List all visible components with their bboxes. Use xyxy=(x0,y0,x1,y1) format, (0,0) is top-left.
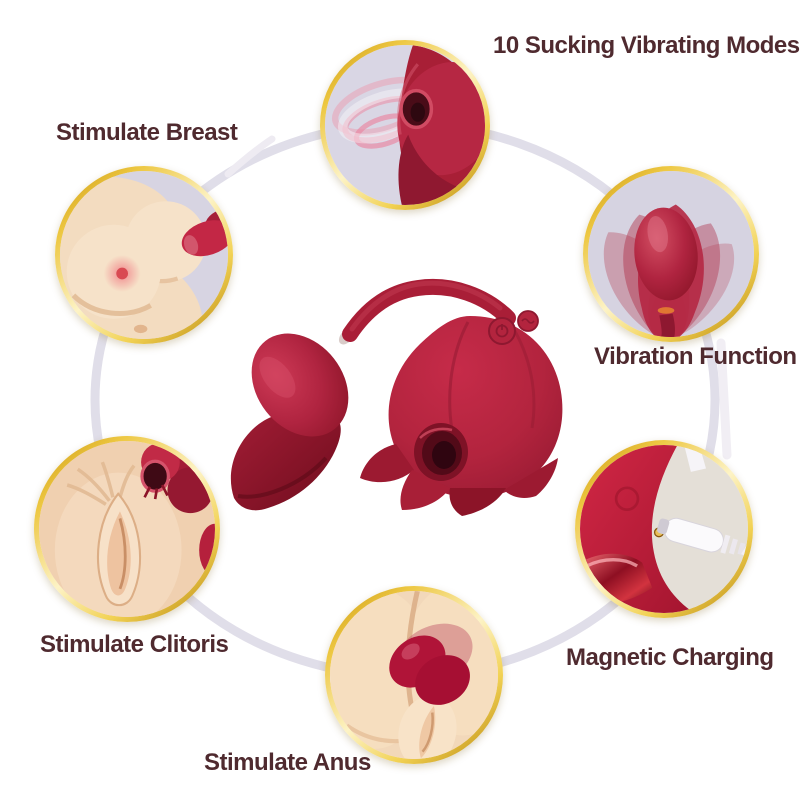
control-buttons xyxy=(488,310,539,345)
feature-label-magnetic-charging: Magnetic Charging xyxy=(566,644,774,671)
rose-suction-illustration xyxy=(325,45,485,205)
feature-circle-magnetic-charging xyxy=(575,440,753,618)
feature-label-stimulate-anus: Stimulate Anus xyxy=(204,749,371,776)
feature-label-vibration-function: Vibration Function xyxy=(594,343,797,370)
cable-strap-right xyxy=(716,338,732,460)
feature-circle-vibration-function xyxy=(583,166,759,342)
charging-cable-illustration xyxy=(580,445,748,613)
feature-label-stimulate-clitoris: Stimulate Clitoris xyxy=(40,631,229,658)
vibrating-egg-illustration xyxy=(588,171,754,337)
anus-illustration xyxy=(330,591,498,759)
feature-circle-sucking-modes xyxy=(320,40,490,210)
egg-vibrator xyxy=(251,333,349,437)
feature-label-stimulate-breast: Stimulate Breast xyxy=(56,119,238,146)
rose-device xyxy=(360,310,563,516)
breast-illustration xyxy=(60,171,228,339)
cable-strap-top-left xyxy=(224,135,276,178)
feature-circle-stimulate-clitoris xyxy=(34,436,220,622)
feature-label-sucking-modes: 10 Sucking Vibrating Modes xyxy=(493,32,800,59)
clitoris-illustration xyxy=(39,441,215,617)
feature-circle-stimulate-breast xyxy=(55,166,233,344)
feature-circle-stimulate-anus xyxy=(325,586,503,764)
